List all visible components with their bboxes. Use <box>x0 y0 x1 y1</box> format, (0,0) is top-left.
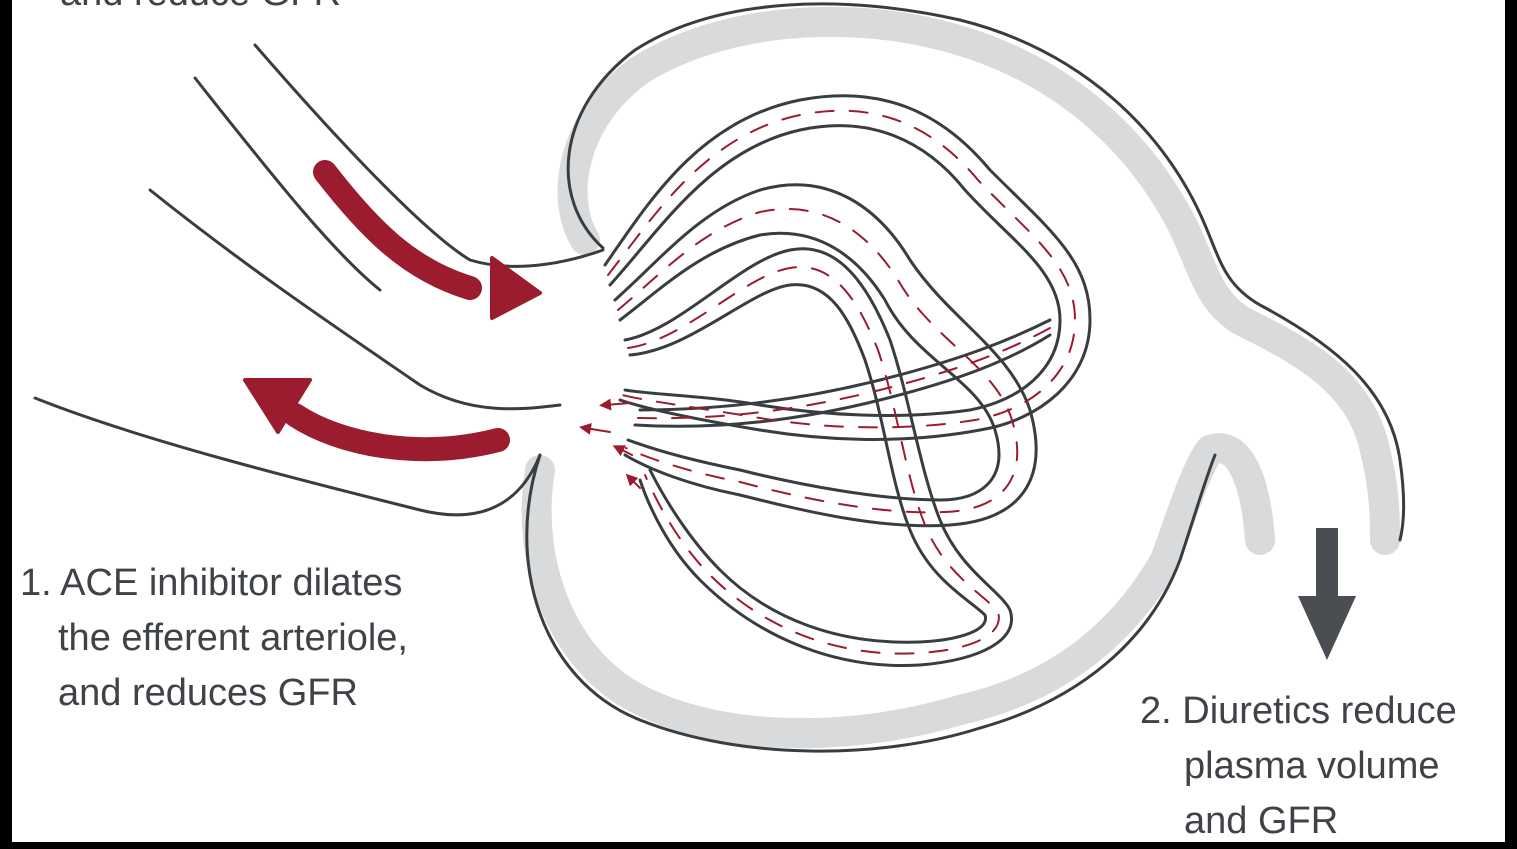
diuretic-label-number: 2. <box>1140 684 1172 739</box>
top-partial-text: and reduce GFR <box>60 0 341 14</box>
diuretic-label-text-2: plasma volume <box>1140 739 1457 794</box>
top-partial-label: and reduce GFR <box>60 0 341 21</box>
ace-inhibitor-label: 1. ACE inhibitor dilates the efferent ar… <box>20 556 408 721</box>
ace-label-line-1: 1. ACE inhibitor dilates <box>20 556 408 611</box>
diuretics-label: 2. Diuretics reduce plasma volume and GF… <box>1140 684 1457 849</box>
diuretic-label-line-1: 2. Diuretics reduce <box>1140 684 1457 739</box>
ace-label-text-2: the efferent arteriole, <box>20 611 408 666</box>
ace-label-text-1: ACE inhibitor dilates <box>60 562 402 604</box>
diuretic-label-text-3: and GFR <box>1140 794 1457 849</box>
diuretic-label-text-1: Diuretics reduce <box>1182 690 1457 732</box>
ace-label-text-3: and reduces GFR <box>20 666 408 721</box>
ace-label-number: 1. <box>20 556 52 611</box>
